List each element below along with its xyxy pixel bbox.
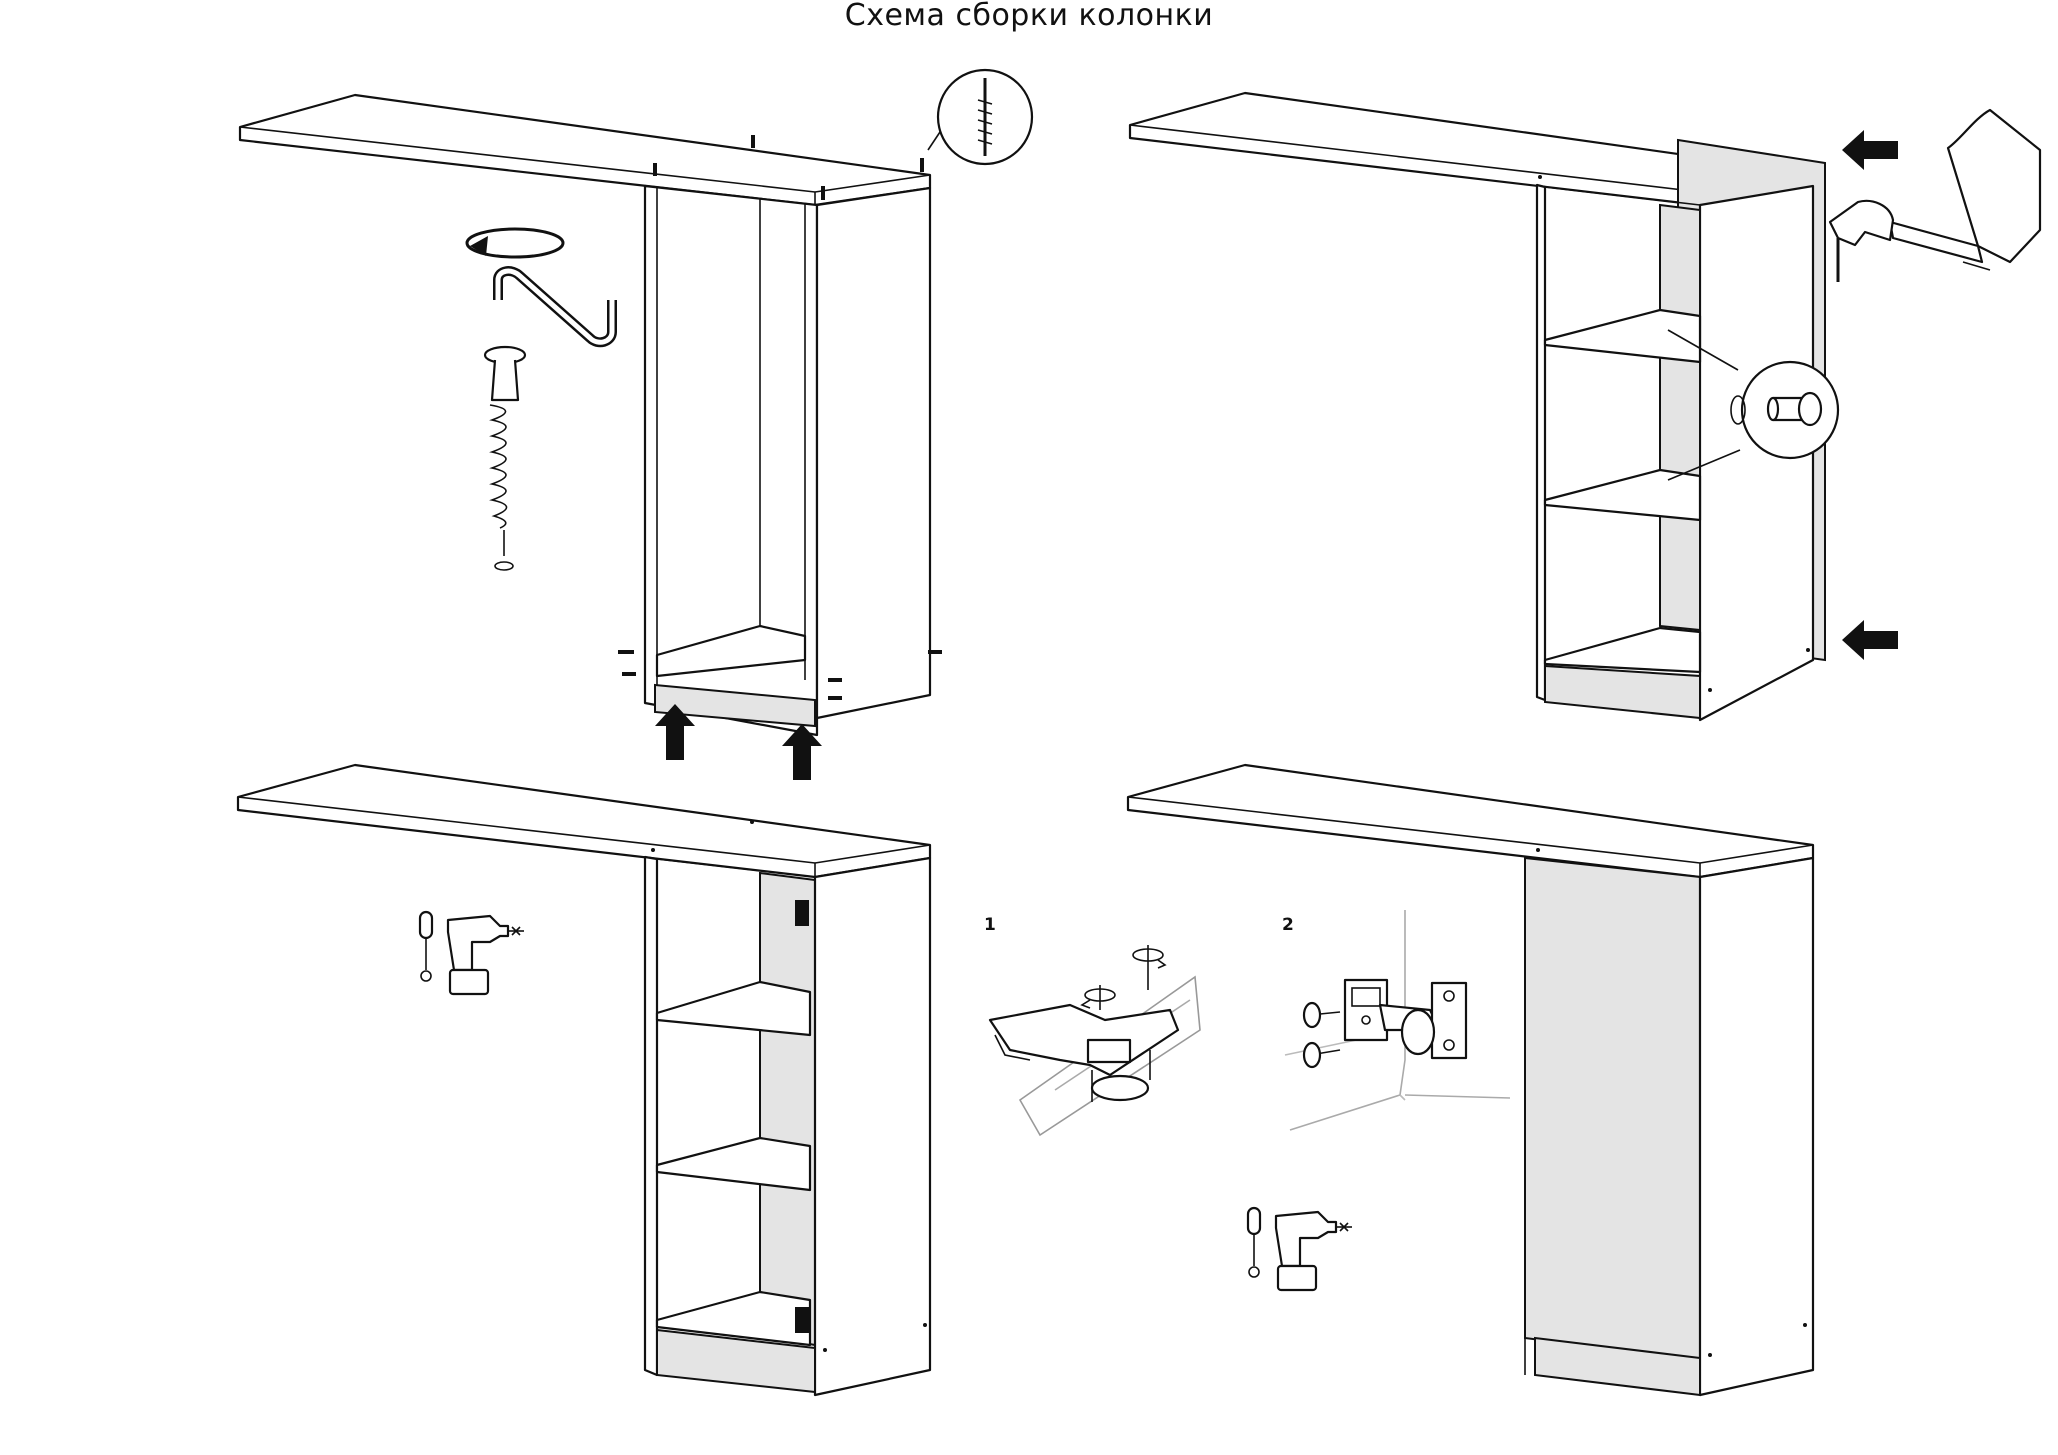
confirmat-screw-icon	[483, 345, 527, 571]
step-b-frame	[1128, 91, 1826, 722]
hinge-icon	[1284, 910, 1511, 1131]
hinge-icon	[988, 945, 1201, 1137]
hammer-icon	[1828, 108, 2042, 271]
screw-detail-callout	[927, 68, 1034, 166]
step-label-2: 2	[1282, 915, 1294, 935]
page-title: Схема сборки колонки	[844, 0, 1214, 33]
drill-icon	[1246, 1206, 1354, 1292]
step-a-frame	[238, 93, 942, 737]
step-label-1: 1	[984, 915, 996, 935]
step-d-frame	[1126, 763, 1815, 1397]
arrow-left-icon	[1842, 620, 1898, 660]
step-c-frame	[236, 763, 932, 1397]
shelf-pin-icon	[1667, 329, 1840, 481]
drill-icon	[418, 910, 526, 996]
arrow-left-icon	[1842, 130, 1898, 170]
crank-wrench-icon	[465, 227, 617, 348]
